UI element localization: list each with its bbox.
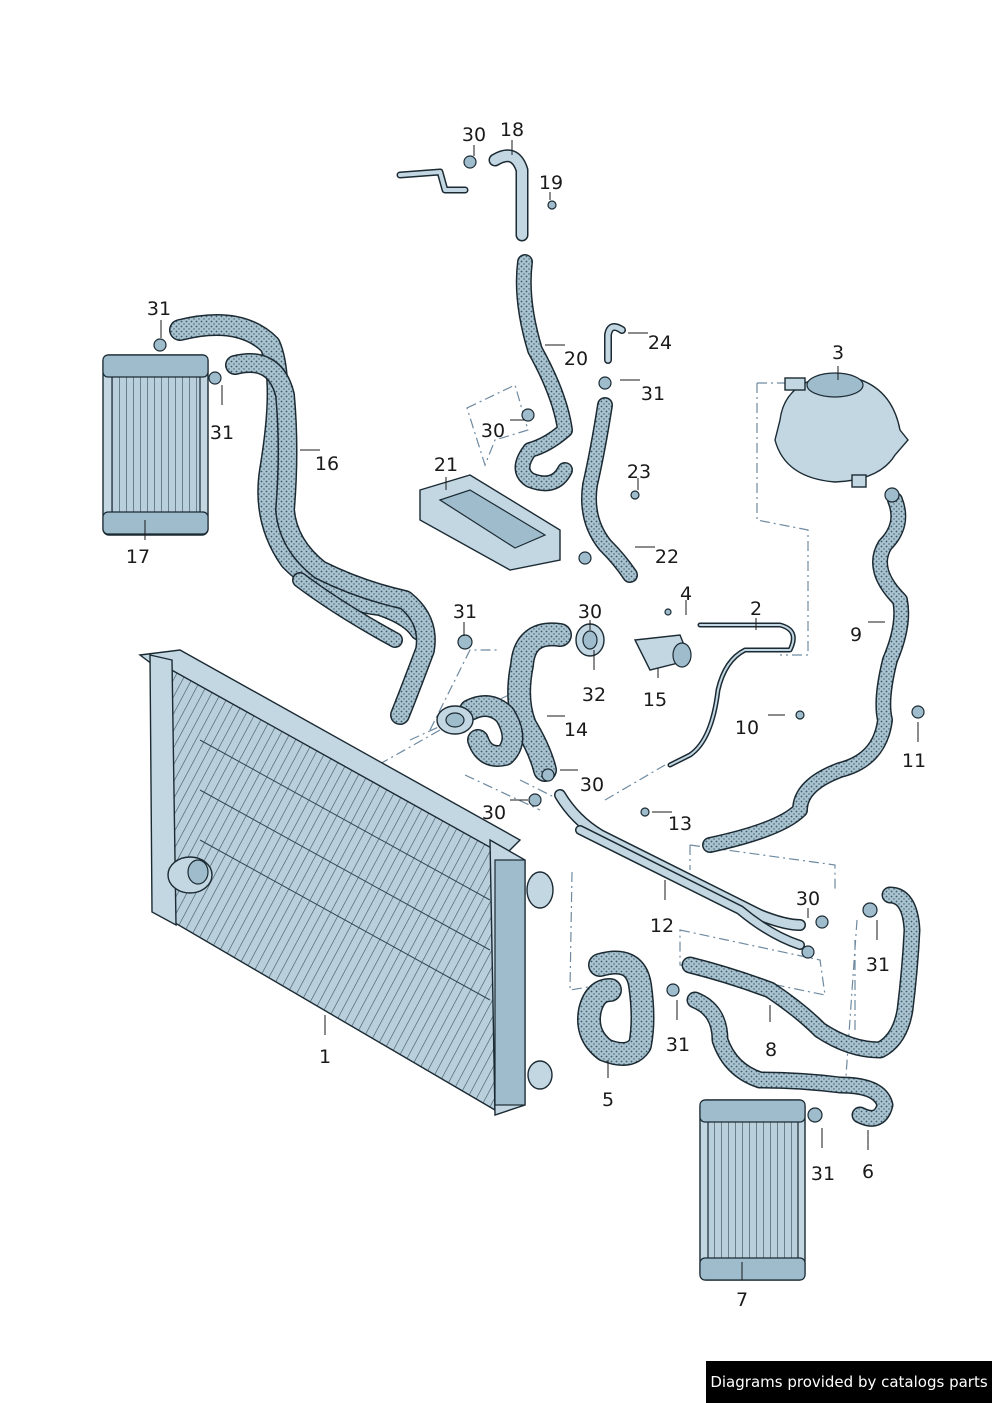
part-label-30-left: 30 [482, 802, 506, 824]
part-label-31-f: 31 [666, 1034, 690, 1056]
part-label-31-c: 31 [453, 601, 477, 623]
part-label-32: 32 [582, 684, 606, 706]
part-label-13: 13 [668, 813, 692, 835]
part-label-30-top: 30 [462, 124, 486, 146]
part-label-11: 11 [902, 750, 926, 772]
part-label-31-e: 31 [866, 954, 890, 976]
part-label-15: 15 [643, 689, 667, 711]
part-labels: 1 2 3 4 5 6 7 8 9 10 11 12 13 14 15 16 1… [126, 119, 926, 1311]
small-parts [153, 155, 925, 1123]
expansion-tank [774, 372, 909, 488]
part-label-16: 16 [315, 453, 339, 475]
part-label-2: 2 [750, 598, 762, 620]
part-label-6: 6 [862, 1161, 874, 1183]
part-label-31-d: 31 [641, 383, 665, 405]
part-label-30-pipe: 30 [796, 888, 820, 910]
part-label-30-right: 30 [580, 774, 604, 796]
aux-cooler-left [102, 354, 209, 536]
part-label-7: 7 [736, 1289, 748, 1311]
part-label-1: 1 [319, 1046, 331, 1068]
part-label-19: 19 [539, 172, 563, 194]
part-label-3: 3 [832, 342, 844, 364]
hoses [169, 149, 921, 1127]
part-label-30-middle: 30 [578, 601, 602, 623]
part-label-10: 10 [735, 717, 759, 739]
oil-cooler [419, 474, 561, 571]
part-label-20: 20 [564, 348, 588, 370]
part-label-12: 12 [650, 915, 674, 937]
part-label-31-a: 31 [147, 298, 171, 320]
part-label-21: 21 [434, 454, 458, 476]
part-label-23: 23 [627, 461, 651, 483]
part-label-31-g: 31 [811, 1163, 835, 1185]
aux-cooler-right [699, 1099, 806, 1281]
part-label-8: 8 [765, 1039, 777, 1061]
part-label-17: 17 [126, 546, 150, 568]
thermostat-housing [436, 705, 474, 735]
part-label-24: 24 [648, 332, 672, 354]
part-label-9: 9 [850, 624, 862, 646]
part-label-14: 14 [564, 719, 588, 741]
part-label-30-oil-cooler: 30 [481, 420, 505, 442]
connector-15 [633, 634, 692, 671]
radiator [138, 649, 554, 1116]
part-label-22: 22 [655, 546, 679, 568]
part-label-31-b: 31 [210, 422, 234, 444]
part-label-5: 5 [602, 1089, 614, 1111]
leader-lines [144, 140, 919, 1280]
part-label-4: 4 [680, 583, 692, 605]
footer-credit: Diagrams provided by catalogs parts [706, 1361, 992, 1403]
part-label-18: 18 [500, 119, 524, 141]
